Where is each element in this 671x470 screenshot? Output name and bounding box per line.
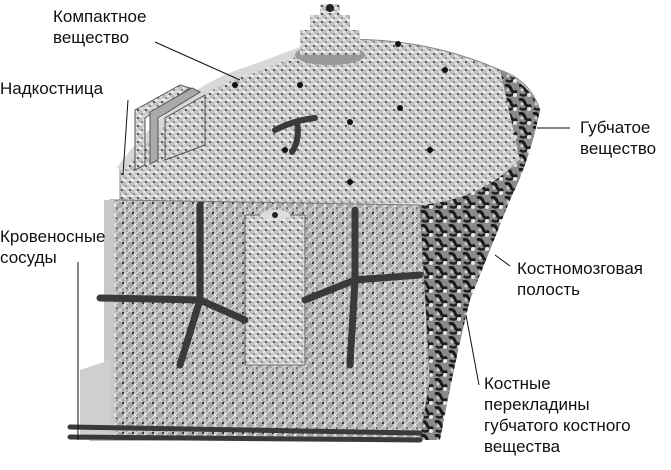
label-line: Костномозговая <box>517 259 644 278</box>
blood-vessels <box>67 115 424 443</box>
label-line: Кровеносные <box>0 227 106 246</box>
periosteum-piece <box>134 84 206 171</box>
label-line: Костные <box>484 374 551 393</box>
haversian-canals <box>232 41 448 185</box>
label-compact-bone: Компактное вещество <box>53 6 146 48</box>
spongy-bone <box>420 70 540 440</box>
osteon-front <box>244 210 306 366</box>
label-line: Надкостница <box>0 79 104 98</box>
label-marrow-cavity: Костномозговая полость <box>517 258 643 300</box>
label-line: полость <box>517 280 580 299</box>
label-spongy-bone: Губчатое вещество <box>580 117 656 159</box>
label-periosteum: Надкостница <box>0 78 103 99</box>
label-line: Губчатое <box>580 118 651 137</box>
label-line: губчатого костного <box>484 416 631 435</box>
label-line: перекладины <box>484 395 590 414</box>
label-blood-vessels: Кровеносные сосуды <box>0 226 106 268</box>
leader-lines <box>77 41 570 440</box>
label-line: сосуды <box>0 248 57 267</box>
label-line: вещество <box>53 28 130 47</box>
label-line: вещество <box>580 139 657 158</box>
label-trabeculae: Костные перекладины губчатого костного в… <box>484 373 631 457</box>
osteon-top <box>295 4 365 65</box>
label-line: Компактное <box>53 7 147 26</box>
label-line: вещества <box>484 437 561 456</box>
